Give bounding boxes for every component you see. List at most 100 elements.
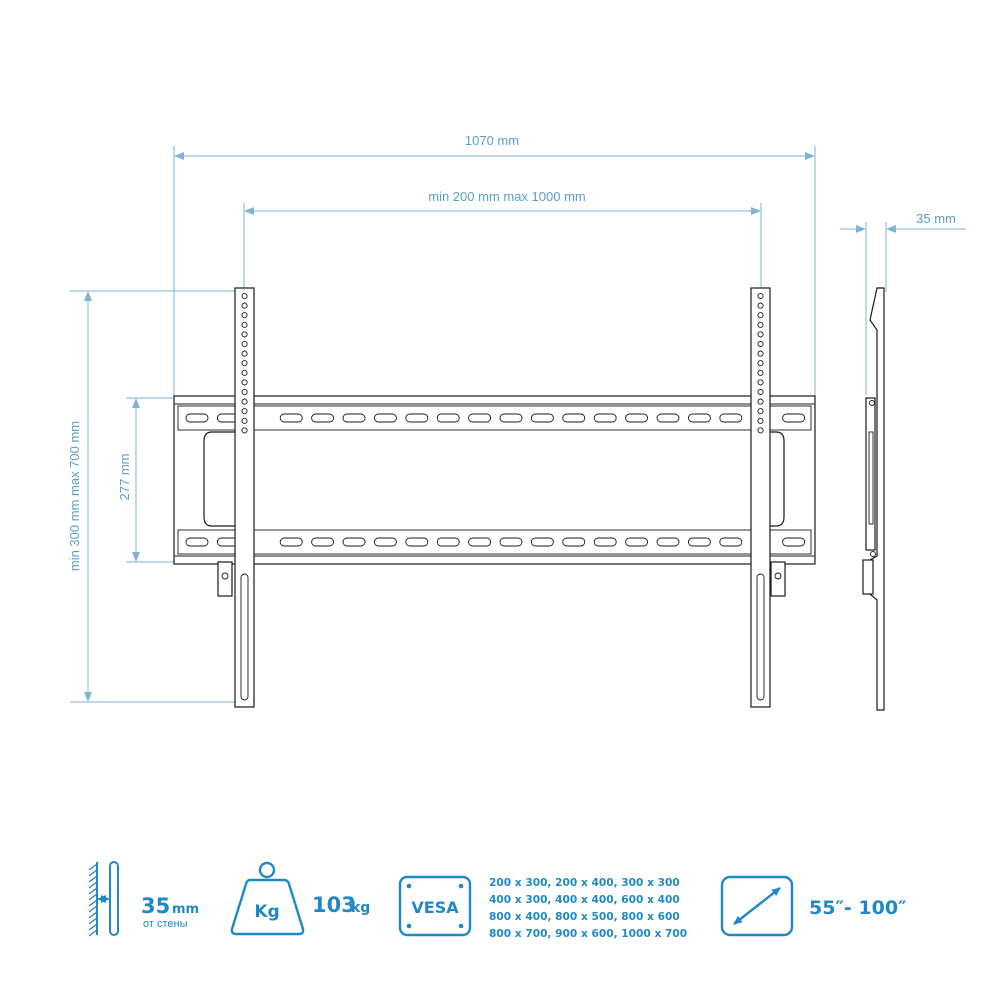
rail-slot bbox=[499, 413, 523, 423]
left-bracket-slot bbox=[240, 573, 249, 701]
bracket-hole bbox=[757, 398, 764, 405]
right-lock-screw bbox=[774, 572, 782, 580]
dimension-lines: 1070 mm min 200 mm max 1000 mm 35 mm min… bbox=[67, 133, 966, 703]
rail-slot bbox=[782, 537, 806, 547]
rail-slot bbox=[782, 413, 806, 423]
top-rail bbox=[177, 405, 812, 431]
bracket-hole bbox=[757, 427, 764, 434]
rail-slot bbox=[185, 413, 209, 423]
bracket-hole bbox=[757, 302, 764, 309]
right-bracket-arm bbox=[750, 287, 771, 708]
wall-gap-caption: от стены bbox=[143, 918, 188, 930]
side-plate-inner bbox=[868, 431, 874, 525]
rail-slot bbox=[656, 537, 680, 547]
bracket-hole bbox=[757, 379, 764, 386]
bracket-hole bbox=[241, 292, 248, 300]
hatch-stroke bbox=[88, 917, 98, 925]
hatch-stroke bbox=[88, 887, 98, 895]
bracket-hole bbox=[757, 292, 764, 300]
rail-slot bbox=[405, 537, 429, 547]
side-top-hook bbox=[869, 400, 875, 406]
bracket-hole bbox=[757, 369, 764, 376]
plate-cutout-left bbox=[203, 431, 237, 527]
rail-slot bbox=[719, 537, 743, 547]
rail-height-label: 277 mm bbox=[117, 454, 132, 501]
wall-gap-spec: 35 mm от стены bbox=[88, 861, 199, 937]
rail-slot bbox=[719, 413, 743, 423]
weight-body bbox=[230, 878, 305, 936]
rail-slots bbox=[185, 413, 806, 547]
hatch-stroke bbox=[88, 881, 98, 889]
diagonal-spec: 55″- 100″ bbox=[720, 875, 907, 937]
rail-slot bbox=[625, 537, 649, 547]
left-bracket-holes bbox=[241, 292, 248, 434]
rail-slot bbox=[530, 413, 554, 423]
bracket-hole bbox=[241, 340, 248, 348]
right-bracket-slot bbox=[756, 573, 765, 701]
hatch-stroke bbox=[88, 929, 98, 937]
vesa-width-label: min 200 mm max 1000 mm bbox=[428, 189, 586, 204]
rail-slot bbox=[436, 413, 460, 423]
bracket-hole bbox=[241, 302, 248, 309]
rail-slot bbox=[311, 537, 335, 547]
right-bracket-holes bbox=[757, 292, 764, 434]
hatch-stroke bbox=[88, 863, 98, 871]
screen-frame bbox=[720, 875, 794, 937]
wall-plate bbox=[173, 395, 816, 565]
side-bottom-hook bbox=[870, 551, 876, 557]
hatch-stroke bbox=[88, 905, 98, 913]
weight-spec: Kg 103 kg bbox=[230, 861, 370, 936]
hatch-stroke bbox=[88, 875, 98, 883]
bracket-hole bbox=[757, 321, 764, 328]
rail-slot bbox=[279, 537, 303, 547]
hatch-stroke bbox=[88, 923, 98, 931]
side-view bbox=[862, 287, 885, 711]
vesa-icon-label: VESA bbox=[411, 898, 459, 917]
bracket-hole bbox=[241, 417, 248, 424]
rail-slot bbox=[530, 537, 554, 547]
diagonal-arrow bbox=[733, 887, 781, 925]
hatch-stroke bbox=[88, 869, 98, 877]
bracket-hole bbox=[757, 340, 764, 348]
weight-ring bbox=[258, 861, 276, 879]
rail-slot bbox=[342, 413, 366, 423]
bracket-hole bbox=[241, 408, 248, 415]
bracket-hole bbox=[241, 321, 248, 328]
wall-hatch bbox=[88, 863, 98, 937]
vesa-hole-tl bbox=[406, 883, 412, 889]
rail-slot bbox=[656, 413, 680, 423]
vesa-spec: VESA 200 x 300, 200 x 400, 300 x 300 400… bbox=[398, 875, 687, 940]
bracket-hole bbox=[757, 408, 764, 415]
vesa-hole-br bbox=[458, 923, 464, 929]
rail-slot bbox=[499, 537, 523, 547]
rail-slot bbox=[279, 413, 303, 423]
vesa-sizes-line-1: 200 x 300, 200 x 400, 300 x 300 bbox=[489, 877, 680, 889]
bracket-hole bbox=[757, 417, 764, 424]
side-lock-tab bbox=[862, 559, 874, 595]
hatch-stroke bbox=[88, 911, 98, 919]
bracket-hole bbox=[757, 350, 764, 357]
weight-value: 103 bbox=[312, 893, 356, 917]
rail-slot bbox=[562, 413, 586, 423]
bottom-rail bbox=[177, 529, 812, 555]
rail-slot bbox=[468, 537, 492, 547]
right-bracket bbox=[750, 287, 786, 708]
vesa-hole-bl bbox=[406, 923, 412, 929]
rail-slot bbox=[593, 413, 617, 423]
rail-slot bbox=[342, 537, 366, 547]
bracket-hole bbox=[241, 379, 248, 386]
rail-slot bbox=[311, 413, 335, 423]
vesa-icon bbox=[398, 875, 472, 937]
rail-slot bbox=[468, 413, 492, 423]
rail-slot bbox=[593, 537, 617, 547]
rail-slot bbox=[405, 413, 429, 423]
wall-gap-icon bbox=[88, 861, 119, 937]
weight-icon bbox=[230, 861, 305, 936]
bracket-hole bbox=[757, 312, 764, 319]
bracket-hole bbox=[241, 350, 248, 357]
hatch-stroke bbox=[88, 893, 98, 901]
panel-profile bbox=[109, 861, 119, 936]
left-bracket-arm bbox=[234, 287, 255, 708]
rail-slot bbox=[562, 537, 586, 547]
